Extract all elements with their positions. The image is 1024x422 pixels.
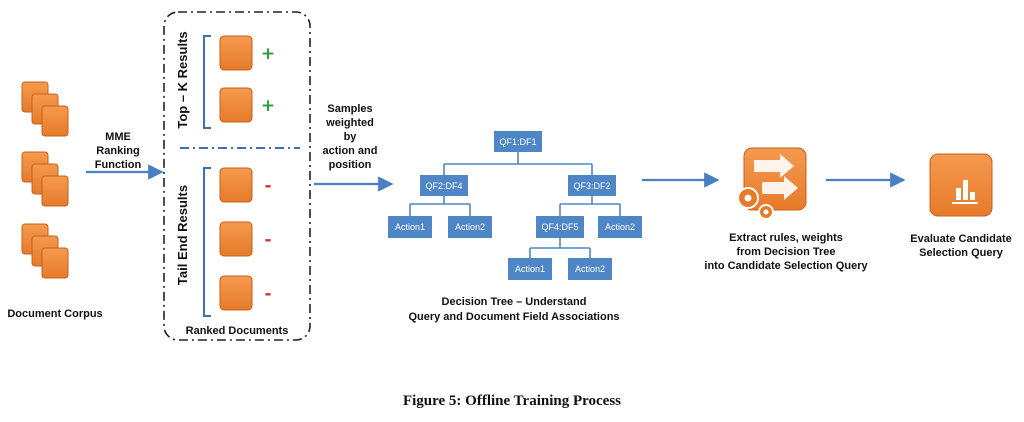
decision-tree: QF1:DF1 QF2:DF4 QF3:DF2 Action1 Action2 … [388,131,642,323]
samples-label: Samples weighted by action and position [322,103,377,171]
minus-sign-3: - [264,284,271,304]
node-right-action2-label: Action2 [605,222,635,232]
ranking-line-1: MME [105,131,131,143]
top-doc-1-icon [219,35,253,71]
extract-label: Extract rules, weights from Decision Tre… [704,232,868,272]
tail-doc-1-icon [219,167,253,203]
top-bracket [203,35,211,129]
plus-sign-1: + [261,44,275,64]
ranked-documents-box: Top – K Results Tail End Results + + - -… [163,11,311,341]
node-leaf-action2-label: Action2 [575,264,605,274]
node-right-action2: Action2 [598,216,642,238]
minus-sign-1: - [264,176,271,196]
node-root: QF1:DF1 [494,131,542,152]
samples-line-5: position [329,159,372,171]
extract-line-1: Extract rules, weights [729,232,843,244]
top-k-results-label: Top – K Results [175,31,190,128]
node-left-action1: Action1 [388,216,432,238]
tail-doc-3-icon [219,275,253,311]
plus-sign-2: + [261,96,275,116]
node-leaf-action1-label: Action1 [515,264,545,274]
tree-caption-line-1: Decision Tree – Understand [442,296,587,308]
samples-line-4: action and [322,145,377,157]
document-stack-1-icon [21,81,69,137]
bar-chart-icon [929,153,993,217]
node-left-action2-label: Action2 [455,222,485,232]
samples-line-2: weighted [325,117,374,129]
tree-caption-line-2: Query and Document Field Associations [408,311,619,323]
node-left: QF2:DF4 [420,175,468,196]
samples-line-1: Samples [327,103,372,115]
document-corpus-label: Document Corpus [7,308,102,320]
evaluate-line-1: Evaluate Candidate [910,233,1011,245]
document-corpus: Document Corpus [7,81,103,320]
node-leaf-action1: Action1 [508,258,552,280]
node-right-label: QF3:DF2 [573,181,610,191]
tail-end-results-label: Tail End Results [175,185,190,285]
gear-arrows-icon [737,147,807,220]
node-right: QF3:DF2 [568,175,616,196]
node-root-label: QF1:DF1 [499,137,536,147]
samples-line-3: by [344,131,358,143]
extract-line-3: into Candidate Selection Query [704,260,868,272]
node-left-action1-label: Action1 [395,222,425,232]
figure-caption: Figure 5: Offline Training Process [403,393,621,409]
ranking-function-label: MME Ranking Function [95,131,142,171]
node-right-inner-label: QF4:DF5 [541,222,578,232]
ranking-line-2: Ranking [96,145,139,157]
node-left-label: QF2:DF4 [425,181,462,191]
tree-edges [409,152,621,258]
tail-doc-2-icon [219,221,253,257]
extract-line-2: from Decision Tree [736,246,835,258]
document-stack-2-icon [21,151,69,207]
ranked-documents-label: Ranked Documents [186,325,289,337]
evaluate-label: Evaluate Candidate Selection Query [910,233,1011,259]
top-doc-2-icon [219,87,253,123]
node-right-inner: QF4:DF5 [536,216,584,238]
evaluate-line-2: Selection Query [919,247,1004,259]
ranking-line-3: Function [95,159,142,171]
tail-bracket [203,167,211,317]
document-stack-3-icon [21,223,69,279]
minus-sign-2: - [264,230,271,250]
node-leaf-action2: Action2 [568,258,612,280]
node-left-action2: Action2 [448,216,492,238]
